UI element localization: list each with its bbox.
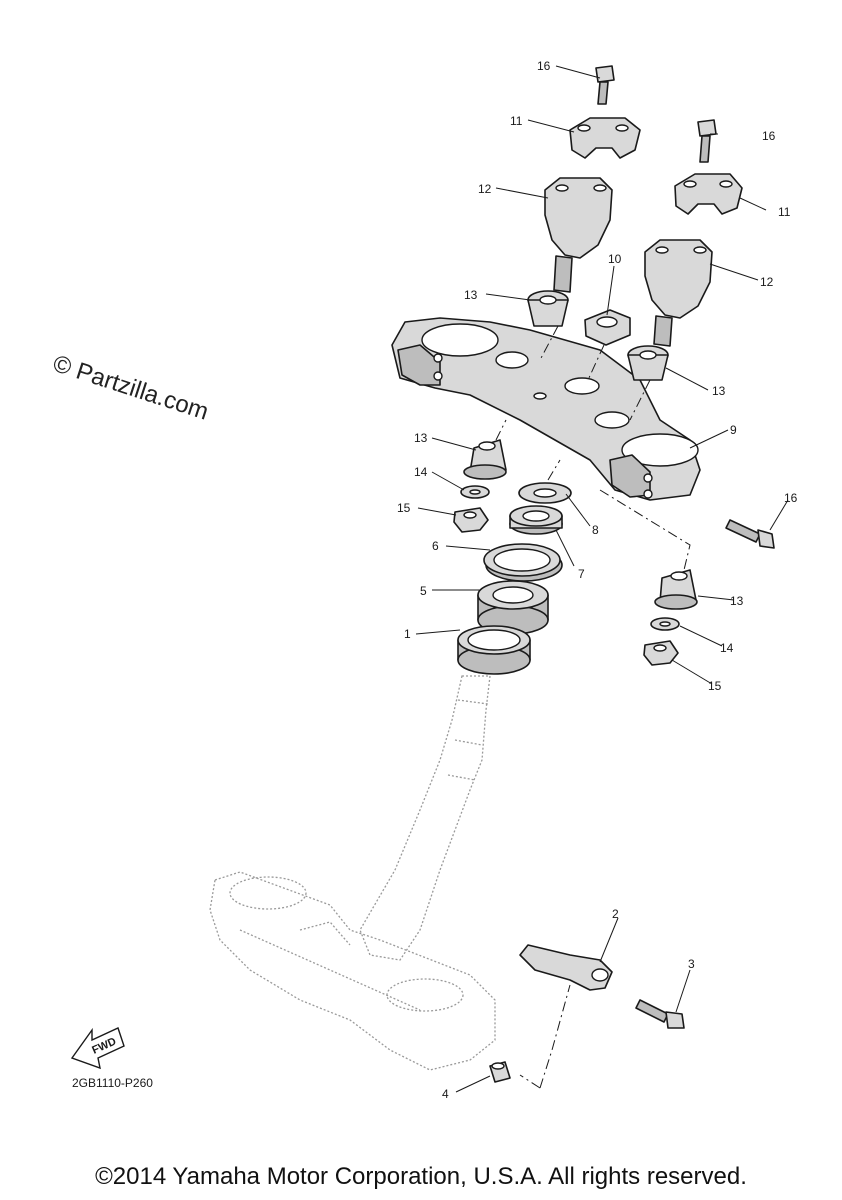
bearing-1 bbox=[457, 625, 531, 675]
callout-6: 6 bbox=[432, 539, 439, 553]
leader-lines bbox=[415, 65, 789, 1093]
damper-13-upper-left bbox=[527, 290, 569, 327]
washer-14-right bbox=[650, 617, 680, 631]
callout-12-right: 12 bbox=[760, 275, 774, 289]
callout-13-lower-right: 13 bbox=[730, 594, 744, 608]
upper-bracket bbox=[391, 317, 701, 501]
callout-13-lower-left: 13 bbox=[414, 431, 428, 445]
callouts: 16 11 12 13 10 16 11 12 13 9 13 14 15 8 … bbox=[397, 59, 798, 1101]
handlebar-holder-upper-left bbox=[569, 117, 641, 159]
callout-12-left: 12 bbox=[478, 182, 492, 196]
copyright-notice: ©2014 Yamaha Motor Corporation, U.S.A. A… bbox=[95, 1163, 747, 1190]
washer-14-left bbox=[460, 485, 490, 499]
nut-15-right bbox=[643, 640, 679, 666]
callout-1: 1 bbox=[404, 627, 411, 641]
callout-7: 7 bbox=[578, 567, 585, 581]
bracket-2 bbox=[519, 944, 613, 991]
callout-15-left: 15 bbox=[397, 501, 411, 515]
nut-10 bbox=[584, 309, 631, 346]
callout-3: 3 bbox=[688, 957, 695, 971]
under-bracket-ghost bbox=[209, 871, 496, 1071]
washer-8 bbox=[518, 482, 572, 504]
callout-15-right: 15 bbox=[708, 679, 722, 693]
callout-14-right: 14 bbox=[720, 641, 734, 655]
callout-11-left: 11 bbox=[510, 114, 523, 128]
callout-16-side: 16 bbox=[784, 491, 798, 505]
callout-4: 4 bbox=[442, 1087, 449, 1101]
bolt-16-top-left bbox=[595, 65, 615, 105]
bolt-16-top-right bbox=[697, 119, 717, 163]
callout-5: 5 bbox=[420, 584, 427, 598]
callout-11-right: 11 bbox=[778, 205, 791, 219]
figure-code: 2GB1110-P260 bbox=[72, 1076, 153, 1090]
damper-13-upper-right bbox=[627, 345, 669, 381]
callout-10: 10 bbox=[608, 252, 622, 266]
callout-16-top-left: 16 bbox=[537, 59, 551, 73]
bearing-5 bbox=[477, 580, 549, 635]
assembly-lines bbox=[495, 325, 691, 1089]
damper-13-lower-right bbox=[654, 569, 698, 610]
callout-2: 2 bbox=[612, 907, 619, 921]
callout-13-upper-left: 13 bbox=[464, 288, 478, 302]
nut-15-left bbox=[453, 507, 489, 533]
handlebar-holder-lower-left bbox=[544, 177, 613, 293]
ring-nut-7 bbox=[509, 505, 563, 535]
handlebar-holder-lower-right bbox=[644, 239, 713, 347]
collar-4 bbox=[489, 1061, 511, 1083]
bolt-3 bbox=[635, 999, 685, 1029]
callout-8: 8 bbox=[592, 523, 599, 537]
bolt-16-side bbox=[725, 519, 775, 549]
steering-stem-ghost bbox=[359, 675, 491, 961]
damper-13-lower-left bbox=[463, 439, 507, 480]
callout-9: 9 bbox=[730, 423, 737, 437]
callout-16-top-right: 16 bbox=[762, 129, 776, 143]
fwd-arrow-icon: FWD bbox=[70, 1027, 125, 1070]
handlebar-holder-upper-right bbox=[674, 173, 743, 215]
bearing-cover-6 bbox=[483, 543, 563, 582]
callout-13-upper-right: 13 bbox=[712, 384, 726, 398]
callout-14-left: 14 bbox=[414, 465, 428, 479]
